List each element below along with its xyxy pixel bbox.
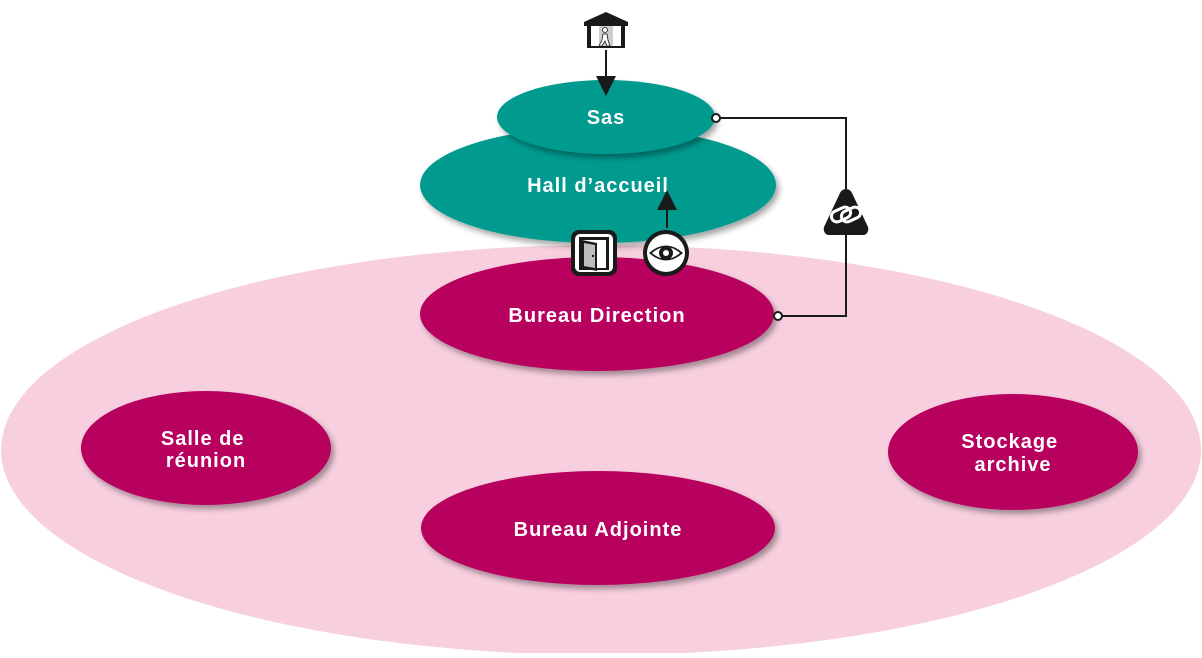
chain-link-icon xyxy=(823,189,869,235)
room-salle-reunion-line1: Salle de xyxy=(161,428,245,450)
link-endpoint-sas xyxy=(711,113,721,123)
room-stockage-archive-line2: archive xyxy=(974,454,1051,476)
room-stockage-archive-line1: Stockage xyxy=(961,431,1058,453)
person-entering-door-icon xyxy=(584,12,628,48)
room-salle-reunion xyxy=(81,391,331,505)
room-hall-label: Hall d’accueil xyxy=(527,175,669,197)
room-sas-label: Sas xyxy=(587,107,626,129)
private-zone xyxy=(1,245,1201,655)
room-bureau-direction-label: Bureau Direction xyxy=(508,305,685,327)
room-bureau-direction xyxy=(420,257,774,371)
room-salle-reunion-line2: réunion xyxy=(166,450,246,472)
room-salle-reunion-label: Salle de réunion xyxy=(161,428,251,472)
eye-icon xyxy=(643,230,689,276)
room-bureau-adjointe-label: Bureau Adjointe xyxy=(514,519,683,541)
room-hall-accueil xyxy=(420,127,776,243)
room-stockage-archive xyxy=(888,394,1138,510)
link-endpoint-direction xyxy=(773,311,783,321)
room-sas xyxy=(497,80,715,154)
door-icon xyxy=(571,230,617,276)
room-stockage-archive-label: Stockage archive xyxy=(961,431,1065,476)
room-bureau-adjointe xyxy=(421,471,775,585)
